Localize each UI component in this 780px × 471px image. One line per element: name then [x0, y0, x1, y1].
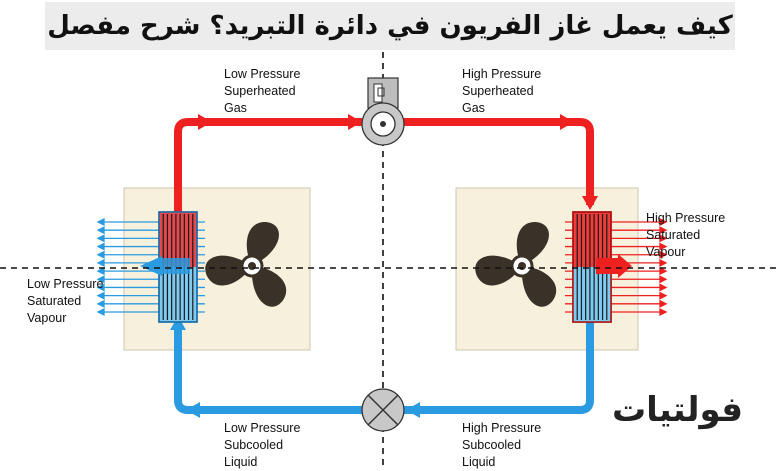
air-flow-arrowhead [96, 234, 105, 243]
flow-arrow [198, 114, 212, 130]
air-flow-arrowhead [96, 299, 105, 308]
label-line: Vapour [27, 311, 67, 325]
compressor-inlet-label: Low Pressure Superheated Gas [224, 66, 300, 117]
air-flow-arrowhead [96, 250, 105, 259]
air-flow-arrowhead [96, 291, 105, 300]
air-flow-arrowhead [96, 258, 105, 267]
condenser-outlet-label: High Pressure Saturated Vapour [646, 210, 725, 261]
label-line: Gas [224, 101, 247, 115]
air-flow-arrowhead [659, 275, 668, 284]
fan-icon [475, 221, 557, 307]
label-line: Superheated [462, 84, 534, 98]
label-line: Low Pressure [224, 421, 301, 435]
label-line: Liquid [462, 455, 496, 469]
air-flow-arrowhead [659, 299, 668, 308]
label-line: Superheated [224, 84, 296, 98]
air-flow-arrowhead [659, 291, 668, 300]
flow-arrow [582, 196, 598, 210]
expansion-inlet-label: High Pressure Subcooled Liquid [462, 420, 541, 471]
air-flow-arrowhead [659, 242, 668, 251]
label-line: Low Pressure [27, 277, 104, 291]
air-flow-arrowhead [659, 226, 668, 235]
label-line: Vapour [646, 245, 686, 259]
air-flow-arrowhead [96, 242, 105, 251]
flow-arrow [348, 114, 362, 130]
air-flow-arrowhead [96, 283, 105, 292]
label-line: High Pressure [462, 421, 542, 435]
air-flow-arrowhead [659, 258, 668, 267]
air-flow-arrowhead [96, 275, 105, 284]
label-line: High Pressure [462, 67, 542, 81]
air-flow-arrowhead [659, 234, 668, 243]
flow-arrow [406, 402, 420, 418]
label-line: Liquid [224, 455, 258, 469]
evaporator-flow-arrow [160, 258, 190, 274]
title-bar: كيف يعمل غاز الفريون في دائرة التبريد؟ ش… [45, 2, 735, 50]
air-flow-arrowhead [659, 307, 668, 317]
label-line: Subcooled [462, 438, 522, 452]
label-line: Saturated [27, 294, 82, 308]
flow-arrow [186, 402, 200, 418]
air-flow-arrowhead [96, 307, 105, 317]
compressor-outlet-label: High Pressure Superheated Gas [462, 66, 541, 117]
compressor-icon [361, 77, 405, 146]
label-line: Low Pressure [224, 67, 301, 81]
fan-icon [205, 221, 287, 307]
condenser-flow-arrow [596, 258, 618, 274]
air-flow-arrowhead [659, 283, 668, 292]
high-temperature-line [174, 118, 594, 212]
label-line: Subcooled [224, 438, 284, 452]
flow-arrow [170, 316, 186, 330]
air-flow-arrowhead [659, 267, 668, 276]
air-flow-arrowhead [96, 217, 105, 227]
label-line: Gas [462, 101, 485, 115]
expansion-valve-icon [361, 388, 405, 432]
air-flow-arrowhead [96, 226, 105, 235]
page-title: كيف يعمل غاز الفريون في دائرة التبريد؟ ش… [47, 11, 733, 41]
evaporator-side-label: Low Pressure Saturated Vapour [27, 276, 103, 327]
air-flow-arrowhead [659, 217, 668, 227]
label-line: High Pressure [646, 211, 726, 225]
air-flow-arrowhead [96, 267, 105, 276]
evaporator-inlet-label: Low Pressure Subcooled Liquid [224, 420, 300, 471]
air-flow-arrowhead [659, 250, 668, 259]
watermark-logo: فولتيات [612, 390, 744, 430]
label-line: Saturated [646, 228, 701, 242]
evaporator-flow-arrow [140, 256, 162, 276]
flow-arrow [560, 114, 574, 130]
condenser-flow-arrow [618, 254, 632, 278]
